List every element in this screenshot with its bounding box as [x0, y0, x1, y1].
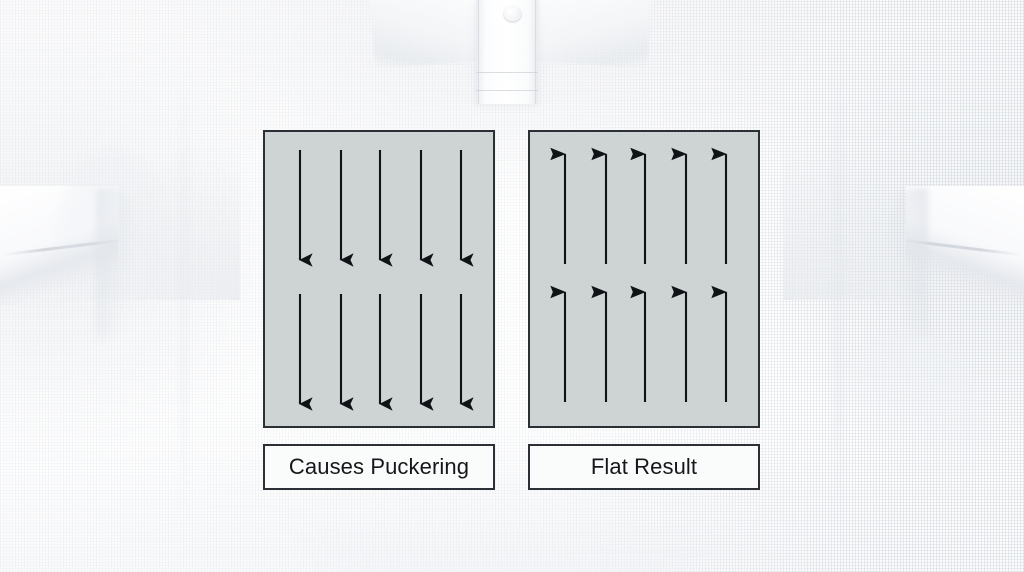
- placket-edge-right: [535, 0, 536, 104]
- placket-seam-upper: [476, 72, 538, 73]
- causes-puckering-label: Causes Puckering: [263, 444, 495, 490]
- causes-puckering-panel: [263, 130, 495, 428]
- flat-result-label-text: Flat Result: [590, 454, 698, 479]
- flat-result-panel: [528, 130, 760, 428]
- causes-puckering-label-text: Causes Puckering: [288, 454, 470, 479]
- down-arrow-group: [298, 150, 474, 411]
- placket-seam-lower: [476, 90, 538, 91]
- placket-edge-left: [478, 0, 479, 104]
- flat-result-label: Flat Result: [528, 444, 760, 490]
- up-arrow-group: [550, 147, 728, 402]
- collar-button: [504, 6, 521, 21]
